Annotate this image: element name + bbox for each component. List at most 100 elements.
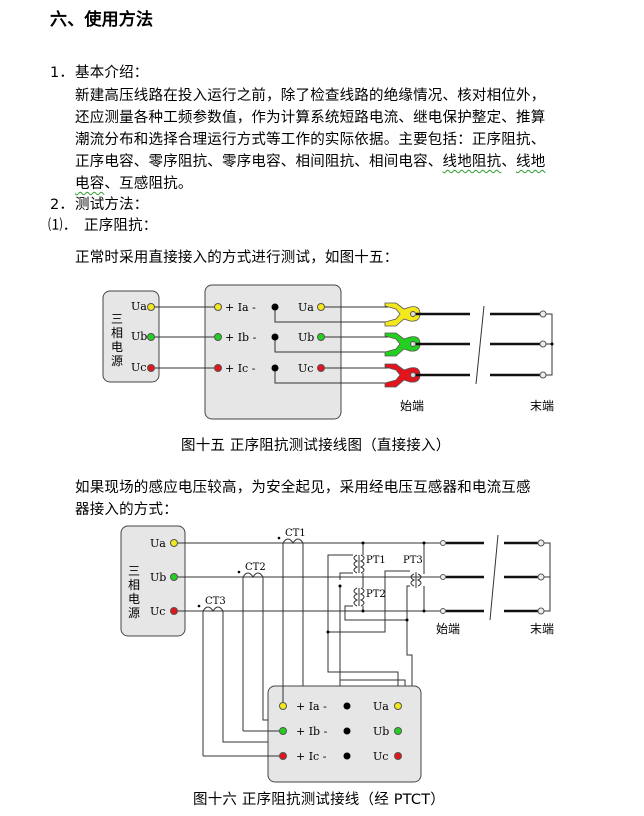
- start-end-label: 始端: [436, 622, 460, 636]
- intro-line-4: 正序电容、零序阻抗、零序电容、相间阻抗、相间电容、线地阻抗、线地: [75, 152, 545, 172]
- diagram-circle: [410, 341, 416, 347]
- diagram-circle: [537, 539, 545, 547]
- diagram-circle: [550, 342, 554, 346]
- current-terminal-label: + Ia -: [225, 301, 256, 314]
- pt3-coil-icon: [410, 573, 416, 587]
- ct3-coil-icon: [202, 606, 224, 612]
- diagram-circle: [410, 311, 416, 317]
- diagram-circle: [343, 702, 351, 710]
- intro-line-5: 电容、互感阻抗。: [75, 174, 193, 194]
- diagram-circle: [440, 608, 446, 614]
- diagram-circle: [361, 541, 365, 545]
- diagram-g: [537, 539, 545, 615]
- current-terminal-label: + Ib -: [225, 331, 257, 344]
- far-end-label: 末端: [530, 622, 554, 636]
- diagram-circle: [197, 604, 201, 608]
- intro-heading-number: 1．: [50, 65, 75, 81]
- source-label-char: 相: [111, 326, 123, 340]
- current-terminal-label: + Ib -: [296, 725, 328, 738]
- voltage-terminal-label: Ua: [373, 700, 389, 713]
- sub-heading-number: ⑴．: [48, 218, 78, 234]
- diagram-circle: [170, 607, 178, 615]
- current-terminal-label: + Ia -: [296, 700, 327, 713]
- diagram-g: [446, 541, 538, 613]
- source-label-char: 电: [128, 592, 140, 606]
- spellcheck-word[interactable]: 电容: [75, 176, 105, 192]
- diagram-circle: [394, 702, 402, 710]
- spellcheck-word[interactable]: 线地: [516, 154, 546, 170]
- ct-label: CT3: [205, 596, 226, 607]
- figure-15-caption: 图十五 正序阻抗测试接线图（直接接入）: [181, 438, 451, 454]
- diagram-circle: [326, 630, 330, 634]
- diagram-circle: [279, 727, 287, 735]
- diagram-polyline: [344, 605, 407, 621]
- diagram-path: [359, 587, 365, 607]
- diagram-circle: [537, 573, 545, 581]
- source-label-char: 三: [111, 312, 123, 326]
- source-terminal-label: Ua: [131, 300, 147, 313]
- diagram-polyline: [274, 368, 388, 384]
- pt1-coil-icon: [353, 554, 359, 574]
- clip-yellow-icon: [384, 302, 421, 327]
- diagram-circle: [410, 372, 416, 378]
- terminal-ia-plus: [214, 303, 222, 311]
- intro-line-1: 新建高压线路在投入运行之前，除了检查线路的绝缘情况、核对相位外，: [75, 88, 546, 104]
- terminal-uc: [147, 364, 155, 372]
- diagram-circle: [422, 541, 426, 545]
- diagram-circle: [539, 371, 547, 379]
- terminal-tester-ub: [317, 333, 325, 341]
- line-break-mark: [475, 305, 485, 385]
- voltage-terminal-label: Uc: [298, 362, 313, 375]
- pt2-coil-icon: [353, 587, 359, 607]
- terminal-ic-minus: [271, 364, 279, 372]
- diagram-circle: [394, 727, 402, 735]
- ptct-text-line-2: 器接入的方式：: [75, 502, 178, 518]
- diagram-g: [151, 306, 388, 384]
- diagram-circle: [422, 609, 426, 613]
- intro-line-2: 还应测量各种工频参数值，作为计算系统短路电流、继电保护整定、推算: [75, 110, 546, 126]
- voltage-terminal-label: Ua: [298, 301, 314, 314]
- terminal-ua: [147, 303, 155, 311]
- intro-line-5-b: 、互感阻抗。: [104, 176, 193, 192]
- voltage-terminal-label: Ub: [298, 331, 314, 344]
- ct-label: CT1: [285, 528, 306, 539]
- line-break-mark-2: [489, 534, 499, 621]
- diagram-circle: [338, 584, 342, 588]
- voltage-terminal-label: Uc: [373, 750, 388, 763]
- diagram-circle: [440, 540, 446, 546]
- diagram-path: [416, 573, 422, 587]
- voltage-terminal-label: Ub: [373, 725, 389, 738]
- clip-green-icon: [384, 332, 421, 357]
- diagram-circle: [237, 570, 241, 574]
- diagram-circle: [539, 310, 547, 318]
- diagram-g: [539, 310, 547, 379]
- diagram-polyline: [328, 570, 410, 633]
- terminal-ib-minus: [271, 333, 279, 341]
- three-phase-source-box-2: [120, 525, 186, 637]
- terminal-ic-plus: [214, 364, 222, 372]
- source-label-char: 源: [111, 354, 123, 368]
- source-terminal-label: Uc: [150, 605, 165, 618]
- diagram-g: [384, 302, 421, 388]
- intro-line-3: 潮流分布和选择合理运行方式等工作的实际依据。主要包括：正序阻抗、: [75, 132, 546, 148]
- terminal-ia-minus: [271, 303, 279, 311]
- direct-method-text: 正常时采用直接接入的方式进行测试，如图十五：: [75, 250, 399, 266]
- diagram-g: [440, 540, 446, 614]
- terminal-tester-ua: [317, 303, 325, 311]
- diagram-circle: [343, 727, 351, 735]
- ptct-text-line-1: 如果现场的感应电压较高，为安全起见，采用经电压互感器和电流互感: [75, 480, 531, 496]
- diagram-polyline: [339, 572, 353, 580]
- ct2-coil-icon: [242, 572, 264, 578]
- diagram-circle: [440, 574, 446, 580]
- diagram-circle: [279, 702, 287, 710]
- diagram-circle: [361, 609, 365, 613]
- diagram-path: [359, 554, 365, 574]
- diagram-polyline: [274, 307, 388, 323]
- pt-label: PT2: [366, 589, 386, 600]
- far-end-label: 末端: [530, 399, 554, 413]
- terminal-ub: [147, 333, 155, 341]
- diagram-circle: [539, 340, 547, 348]
- spellcheck-word[interactable]: 线地阻抗: [442, 154, 502, 170]
- diagram-circle: [170, 573, 178, 581]
